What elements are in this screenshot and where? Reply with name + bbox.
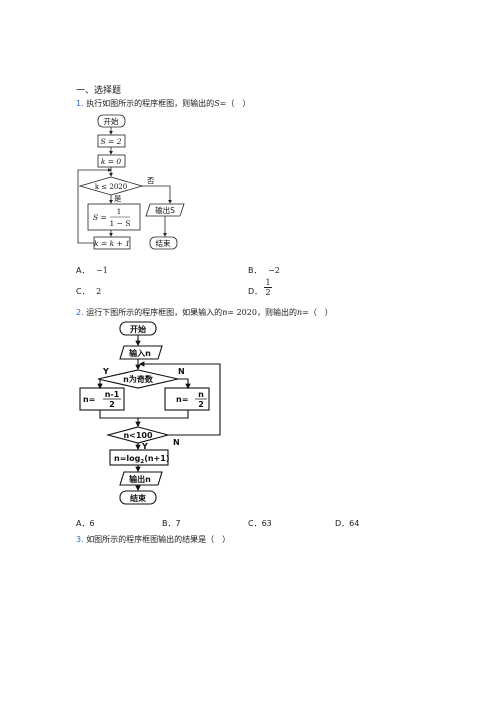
q1-option-a[interactable]: A． −1 (76, 265, 108, 276)
flow2-right-lhs: n= (176, 395, 188, 404)
flow2-y1-label: Y (102, 367, 109, 376)
flow1-yes-label: 是 (114, 194, 122, 203)
flow2-start-text: 开始 (130, 324, 146, 334)
question-2-eq: = 2020 (227, 308, 257, 317)
flow2-left-den: 2 (109, 400, 115, 409)
flow2-input-text: 输入n (129, 348, 151, 358)
flow1-start-text: 开始 (104, 116, 119, 126)
flow2-y2-label: Y (141, 442, 148, 451)
flow1-init-s-text: S = 2 (101, 137, 122, 146)
q1-option-c[interactable]: C． 2 (76, 286, 101, 297)
question-2-var2: n (296, 308, 303, 317)
question-3-text: 如图所示的程序框图输出的结果是（ ） (86, 535, 231, 544)
flowchart-1: 开始 S = 2 k = 0 k ≤ 2020 否 是 S = 1 1 − S … (77, 114, 185, 250)
flow1-assign-lhs: S = (93, 213, 107, 222)
question-1-number: 1. (76, 99, 84, 108)
flow2-output-node (119, 471, 163, 486)
question-1-var: S (214, 99, 220, 108)
flow1-end-text: 结束 (156, 238, 171, 248)
q1-option-a-label: A． (76, 266, 90, 275)
q1-option-c-label: C． (76, 287, 90, 296)
q2-option-a-value: 6 (89, 519, 95, 528)
flow2-end-node (119, 490, 157, 505)
flow1-init-k-text: k = 0 (101, 157, 122, 166)
q2-option-d-value: 64 (349, 519, 360, 528)
flow1-assign-box (87, 203, 141, 231)
q1-option-d-den: 2 (264, 287, 272, 297)
flow1-assign-den: 1 − S (110, 219, 131, 228)
q1-option-d-fraction: 1 2 (264, 278, 272, 297)
q2-option-b-value: 7 (175, 519, 181, 528)
flow2-log-box (109, 449, 169, 466)
q1-option-b-value: −2 (268, 266, 280, 275)
flow2-odd-text: n为奇数 (123, 374, 154, 384)
question-3-number: 3. (76, 535, 84, 544)
flow1-condition-text: k ≤ 2020 (95, 183, 127, 191)
question-1-stem: 1. 执行如图所示的程序框图，则输出的S=（ ） (76, 98, 250, 109)
q2-option-c[interactable]: C．63 (248, 518, 272, 529)
flow1-end-node (149, 236, 178, 250)
q1-option-b[interactable]: B． −2 (248, 265, 280, 276)
section-title: 一、选择题 (76, 86, 122, 96)
flow2-left-box (79, 387, 125, 411)
flow1-start-node (97, 114, 126, 128)
q1-option-b-label: B． (248, 266, 262, 275)
flow2-output-text: 输出n (129, 474, 151, 484)
q1-option-a-value: −1 (96, 266, 108, 275)
question-3-stem: 3. 如图所示的程序框图输出的结果是（ ） (76, 534, 230, 545)
flow1-init-k-box (97, 154, 126, 168)
flow2-log-text: n=log2(n+1) (114, 454, 169, 465)
flow2-left-num: n-1 (105, 390, 120, 399)
question-2-number: 2. (76, 308, 84, 317)
flow1-no-label: 否 (147, 176, 155, 185)
flow2-less100-text: n<100 (123, 431, 153, 440)
flow1-assign-num: 1 (117, 207, 122, 216)
flow2-n2-label: N (173, 438, 180, 447)
q2-option-d-label: D． (335, 519, 350, 528)
q1-option-d-num: 1 (265, 278, 271, 287)
q2-option-b-label: B． (162, 519, 176, 528)
flow1-output-node (145, 203, 185, 217)
question-2-tail: =（ ） (302, 308, 333, 317)
flow1-output-text: 输出S (155, 205, 175, 215)
question-2-text: 运行下图所示的程序框图，如果输入的 (86, 308, 223, 317)
question-2-mid: ，则输出的 (256, 308, 297, 317)
flowchart-2: 开始 输入n n为奇数 Y N n= n-1 2 n= n 2 n<100 N … (79, 321, 221, 505)
q1-option-d[interactable]: D． (248, 286, 262, 297)
flow2-right-box (164, 387, 210, 411)
q2-option-c-value: 63 (261, 519, 272, 528)
q1-option-c-value: 2 (96, 287, 102, 296)
q2-option-c-label: C． (248, 519, 262, 528)
question-2-var1: n (222, 308, 228, 317)
flow1-init-s-box (97, 134, 126, 148)
q1-option-d-label: D． (248, 287, 263, 296)
flow2-left-lhs: n= (83, 395, 95, 404)
question-1-tail: =（ ） (219, 99, 251, 108)
flow2-right-num: n (198, 390, 204, 399)
q2-option-a-label: A． (76, 519, 90, 528)
flow2-end-text: 结束 (130, 493, 147, 503)
flow1-increment-text: k = k + 1 (94, 239, 130, 248)
flow2-odd-diamond (97, 369, 179, 389)
q2-option-b[interactable]: B．7 (162, 518, 181, 529)
question-2-stem: 2. 运行下图所示的程序框图，如果输入的n= 2020，则输出的n=（ ） (76, 307, 333, 318)
flow2-n1-label: N (178, 367, 185, 376)
q2-option-d[interactable]: D．64 (335, 518, 359, 529)
q2-option-a[interactable]: A．6 (76, 518, 95, 529)
flow2-right-den: 2 (198, 400, 204, 409)
question-1-text: 执行如图所示的程序框图，则输出的 (86, 99, 215, 108)
flow2-input-node (119, 345, 163, 360)
